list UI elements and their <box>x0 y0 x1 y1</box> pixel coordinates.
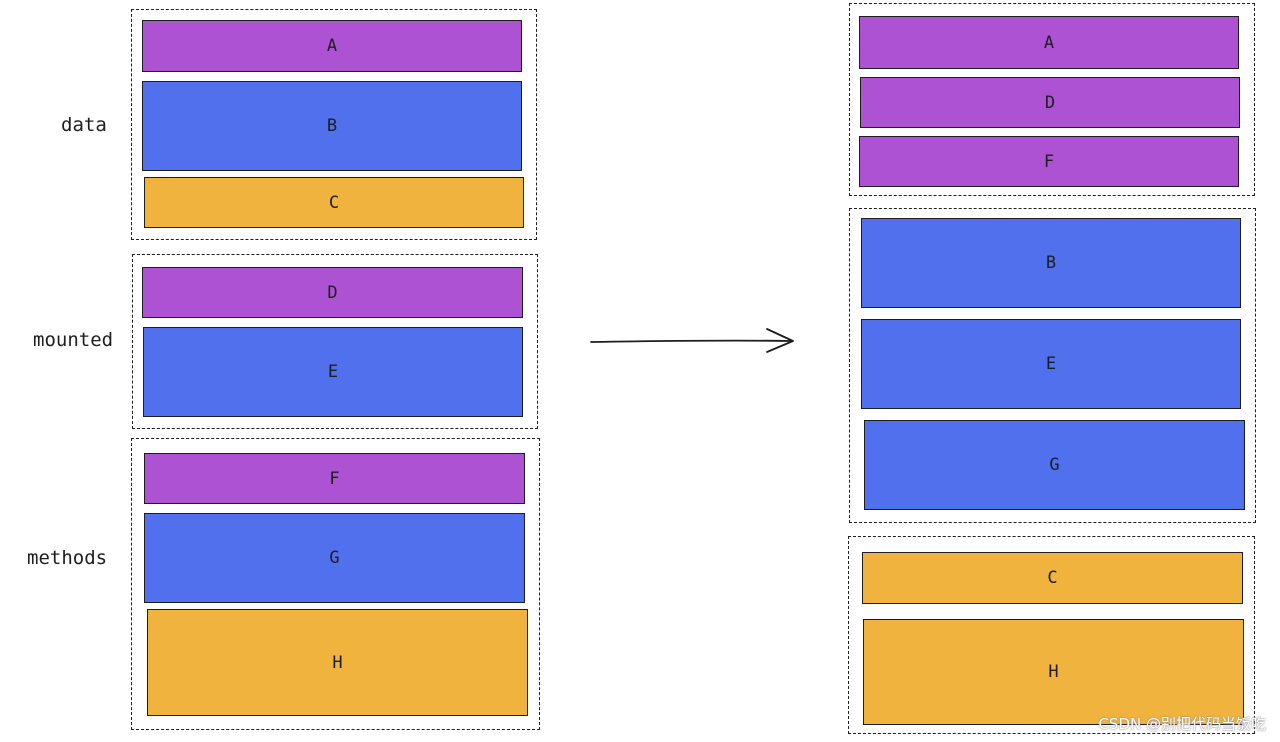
block-d: D <box>860 77 1240 128</box>
block-h: H <box>147 609 528 716</box>
watermark: CSDN @别把代码当饭吃 <box>1098 715 1266 733</box>
group-blue-merged: B E G <box>849 208 1256 523</box>
block-e: E <box>143 327 523 417</box>
block-a: A <box>142 20 522 72</box>
block-a: A <box>859 16 1239 69</box>
block-g: G <box>144 513 525 603</box>
group-label-data: data <box>61 114 107 136</box>
block-c: C <box>144 177 524 228</box>
group-data: A B C <box>131 9 537 240</box>
group-methods: F G H <box>131 438 540 730</box>
group-mounted: D E <box>132 254 538 429</box>
group-label-mounted: mounted <box>33 329 114 351</box>
block-d: D <box>142 267 523 318</box>
transform-arrow-icon <box>590 328 794 353</box>
group-orange-merged: C H <box>848 536 1255 734</box>
block-h: H <box>863 619 1244 725</box>
block-e: E <box>861 319 1241 409</box>
group-label-methods: methods <box>27 547 108 569</box>
block-b: B <box>861 218 1241 308</box>
group-purple-merged: A D F <box>849 3 1255 196</box>
block-f: F <box>144 453 525 504</box>
block-b: B <box>142 81 522 171</box>
block-f: F <box>859 136 1239 187</box>
block-g: G <box>864 420 1245 510</box>
block-c: C <box>862 552 1243 604</box>
